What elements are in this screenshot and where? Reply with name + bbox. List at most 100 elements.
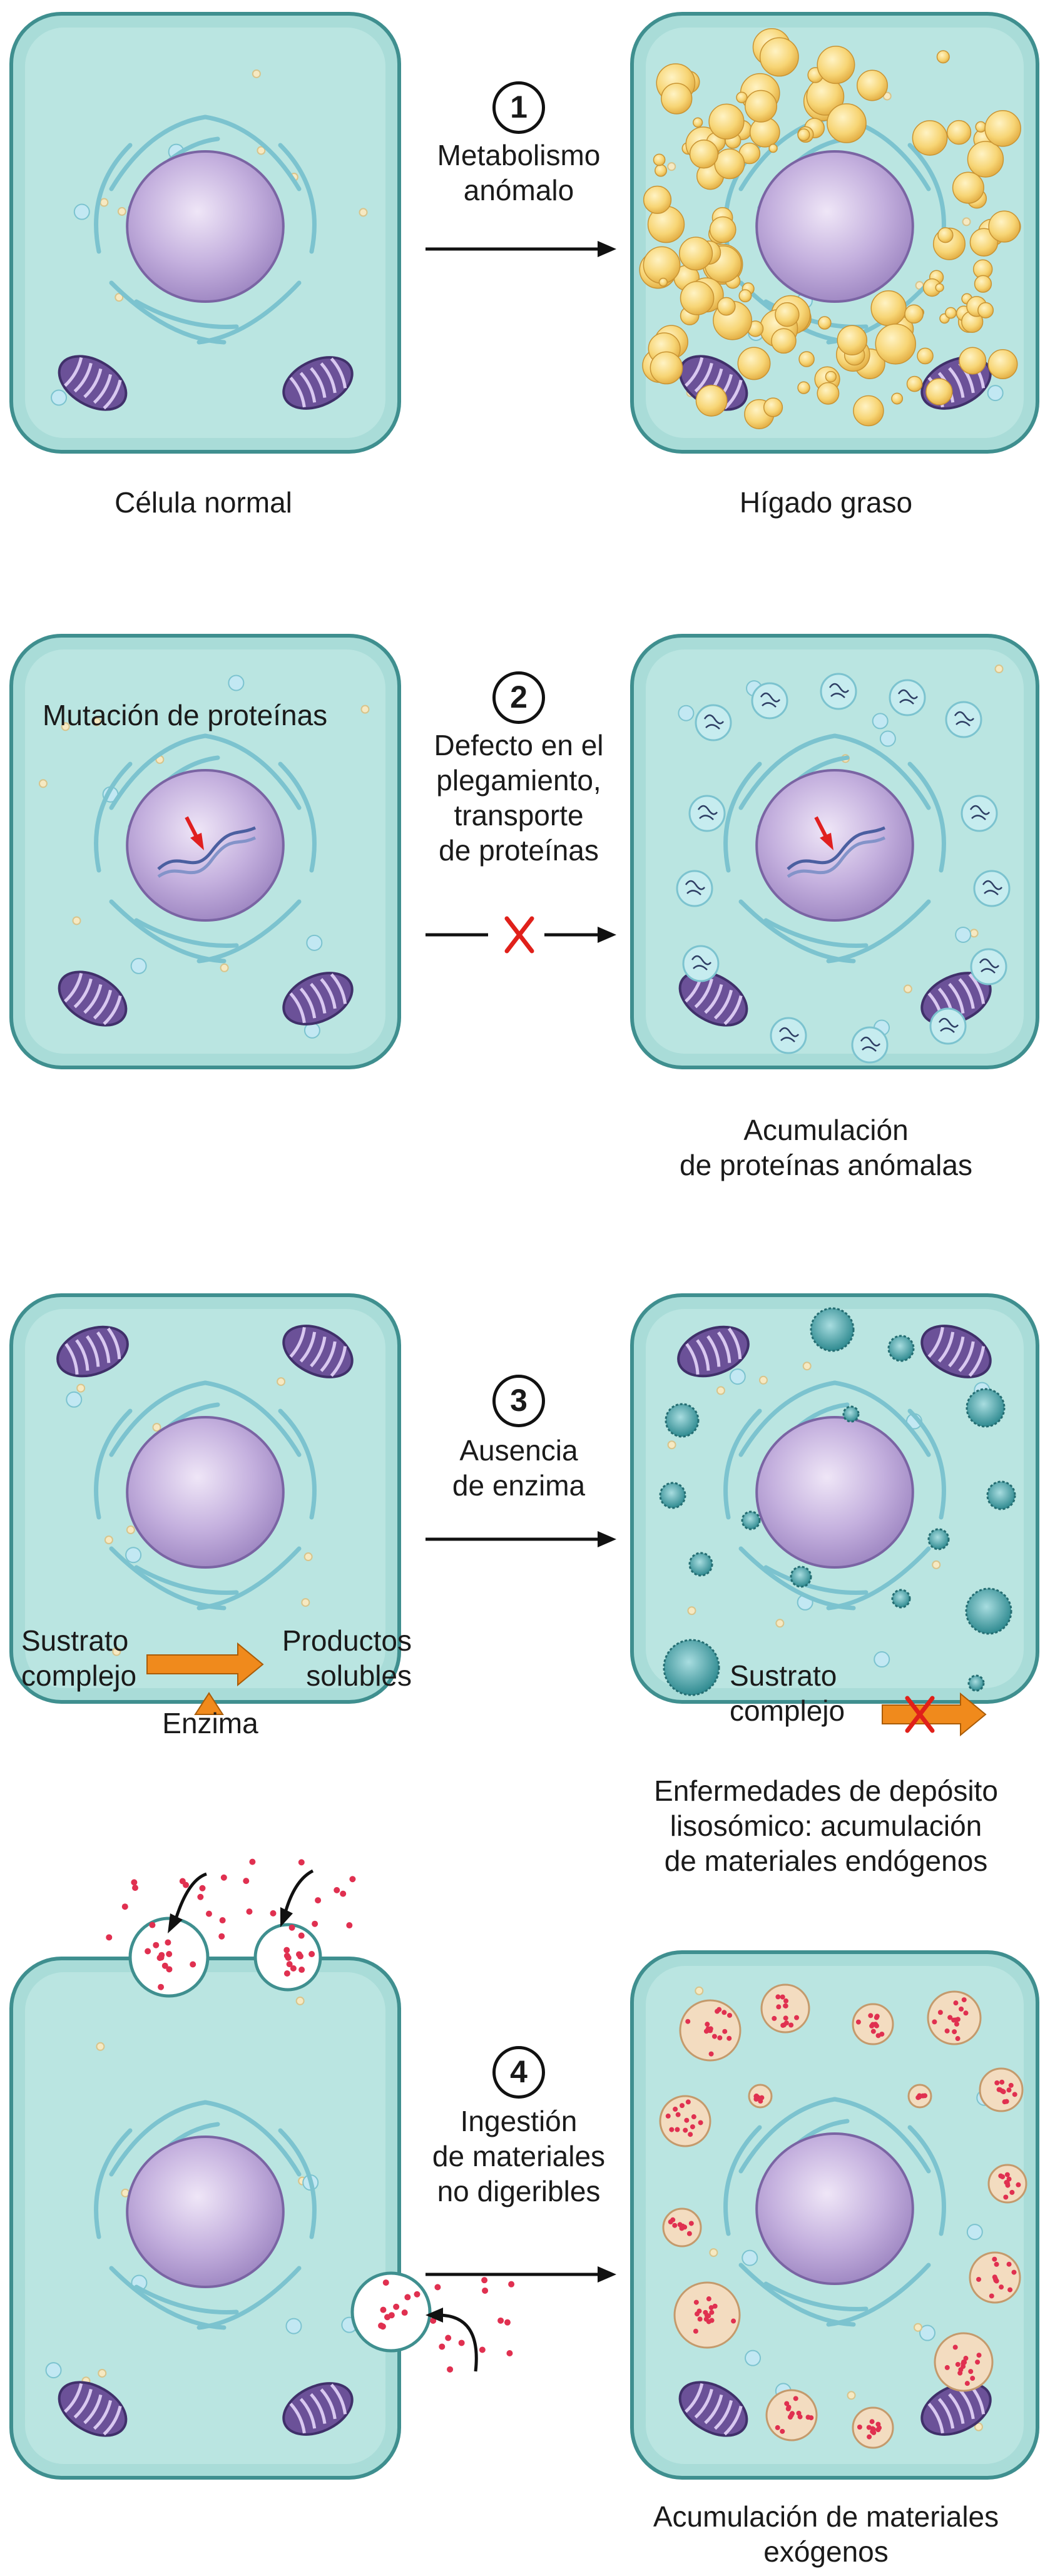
- s4-right-undigested-particle: [975, 2360, 981, 2365]
- s1-left-er-cisterna-3: [278, 143, 317, 254]
- s4-left-external-particle: [430, 2317, 437, 2324]
- s1-right-fat-droplet: [768, 143, 778, 153]
- s2-left-vesicle: [228, 675, 245, 691]
- s4-right-vesicle: [709, 2248, 718, 2258]
- s2-right-mito-crista: [968, 973, 986, 1004]
- s4-right-undigested-particle: [726, 2035, 732, 2041]
- step-1-right-caption: Hígado graso: [739, 486, 913, 519]
- s2-right-mito-crista: [723, 995, 743, 1026]
- s4-right-undigested-particle: [711, 2034, 717, 2039]
- s4-right-mito-crista: [948, 2393, 965, 2424]
- s1-right-fat-droplet: [709, 216, 737, 243]
- s1-right-fat-droplet: [650, 351, 683, 385]
- s1-right-fat-droplet: [655, 164, 667, 177]
- s2-left-nucleus: [126, 769, 285, 922]
- s4-arrow-head: [598, 2266, 616, 2283]
- s3-right-storage-lysosome: [810, 1307, 855, 1352]
- s3-left-enzyme-marker: [194, 1692, 224, 1715]
- s1-left-mito-crista: [320, 362, 337, 394]
- s4-right-undigested-particle: [780, 2022, 786, 2028]
- s4-right-undigested-particle: [954, 2021, 959, 2027]
- s4-right-undigested-particle: [1006, 2261, 1012, 2267]
- s4-right-undigested-particle: [780, 2428, 785, 2434]
- s4-right-er-cisterna-3: [907, 2125, 946, 2236]
- s4-right-er-cisterna-4: [723, 2125, 762, 2236]
- s1-left-mito-crista: [73, 362, 93, 393]
- s2-right-protein-aggregate-vesicle: [889, 679, 926, 716]
- s1-left-vesicle: [117, 206, 126, 216]
- s1-right-vesicle: [962, 217, 971, 227]
- s4-right-mito-crista: [713, 2400, 733, 2430]
- s1-left-mito-crista: [93, 374, 113, 404]
- s4-right-undigested-particle: [753, 2096, 759, 2102]
- step-4-right-caption-line-1: Acumulación de materiales: [653, 2500, 999, 2533]
- s4-left-top-2-ingested-particle: [286, 1961, 293, 1968]
- s3-right-er-cisterna-4: [723, 1408, 762, 1520]
- s3-right-vesicle: [716, 1386, 725, 1395]
- s2-left-mito-crista: [320, 978, 337, 1009]
- s4-right-undigested-particle: [957, 2370, 963, 2376]
- s1-left-mito-crista: [83, 368, 103, 399]
- s4-right-undigested-particle: [685, 2099, 691, 2105]
- s3-left-vesicle: [277, 1377, 286, 1387]
- s3-right-vesicle: [775, 1619, 785, 1628]
- s4-left-external-particle: [434, 2284, 441, 2291]
- s2-right-protein-aggregate-vesicle: [820, 673, 857, 710]
- s1-left-mito-crista: [64, 357, 83, 387]
- s3-right-storage-lysosome: [965, 1587, 1012, 1635]
- s4-right-vesicle: [919, 2324, 936, 2341]
- s4-right-undigested-particle: [989, 2293, 994, 2299]
- s1-right-fat-droplet: [925, 378, 953, 405]
- s4-left-external-particle: [298, 1859, 305, 1866]
- s1-right-fat-droplet: [658, 277, 668, 287]
- s2-left-mito-crista: [83, 984, 103, 1014]
- s1-right-fat-droplet: [969, 228, 999, 257]
- s4-left-mito-crista: [93, 2400, 113, 2430]
- s3-left-mito-crista: [320, 1341, 337, 1372]
- s1-right-fat-droplet: [797, 381, 810, 394]
- s3-right-mito-crista: [948, 1336, 965, 1368]
- s4-left-external-particle: [346, 1922, 353, 1929]
- s3-right-nucleus: [755, 1416, 914, 1569]
- s1-right-fat-droplet: [891, 392, 904, 405]
- s4-right-undigested-particle: [955, 2017, 961, 2022]
- s3-right-vesicle: [729, 1368, 746, 1385]
- s2-right-misfolded-protein: [897, 689, 918, 705]
- s4-right-undigested-particle: [705, 2022, 710, 2027]
- s2-left-dna-helix: [157, 816, 257, 878]
- s3-left-vesicle: [76, 1383, 86, 1393]
- s2-right-er-cisterna-6: [826, 899, 931, 964]
- s3-right-mito-crista: [727, 1327, 742, 1360]
- s4-right-vesicle: [742, 2249, 758, 2266]
- s1-left-vesicle: [99, 198, 109, 207]
- s4-right-undigested-particle: [937, 2010, 943, 2015]
- s1-right-fat-droplet: [679, 237, 713, 271]
- s2-right-misfolded-protein: [828, 683, 849, 698]
- s1-right-mito-crista: [948, 367, 965, 398]
- s1-right-fat-droplet: [936, 50, 950, 64]
- step-3-right-caption-line-1: Enfermedades de depósito: [654, 1774, 998, 1807]
- s1-right-fat-droplet: [857, 69, 888, 101]
- s3-left-mito-crista: [64, 1343, 79, 1375]
- s2-right-vesicle: [969, 929, 979, 938]
- s4-left-uptake-arrow-3: [437, 2313, 478, 2372]
- s3-left-endoplasmic-reticulum: [94, 1380, 317, 1611]
- s2-left-dna-strand-1: [157, 826, 256, 870]
- s3-left-vesicle: [303, 1552, 313, 1562]
- s4-right-undigested-particle: [996, 2087, 1002, 2092]
- s4-right-undigested-particle: [875, 2033, 881, 2039]
- s4-right-undigested-particle: [686, 2231, 692, 2236]
- s2-right-protein-aggregate-vesicle: [929, 1007, 967, 1045]
- s4-right-vesicle: [913, 2323, 922, 2332]
- s4-right-undigested-particle: [1006, 2176, 1012, 2182]
- s1-right-fat-droplet: [643, 185, 672, 214]
- s1-right-fat-droplet: [817, 46, 855, 84]
- s3-right-vesicle: [874, 1651, 890, 1668]
- s2-right-mito-crista: [713, 989, 733, 1020]
- s1-right-fat-droplet: [818, 316, 832, 330]
- s1-right-fat-droplet: [738, 289, 752, 303]
- s2-left-er-cisterna-2: [203, 733, 302, 810]
- step-3-process-label: Ausencia de enzima: [412, 1433, 625, 1503]
- s4-left-top-1-ingested-particle: [145, 1948, 151, 1955]
- s4-right-undigested-particle: [875, 2427, 881, 2433]
